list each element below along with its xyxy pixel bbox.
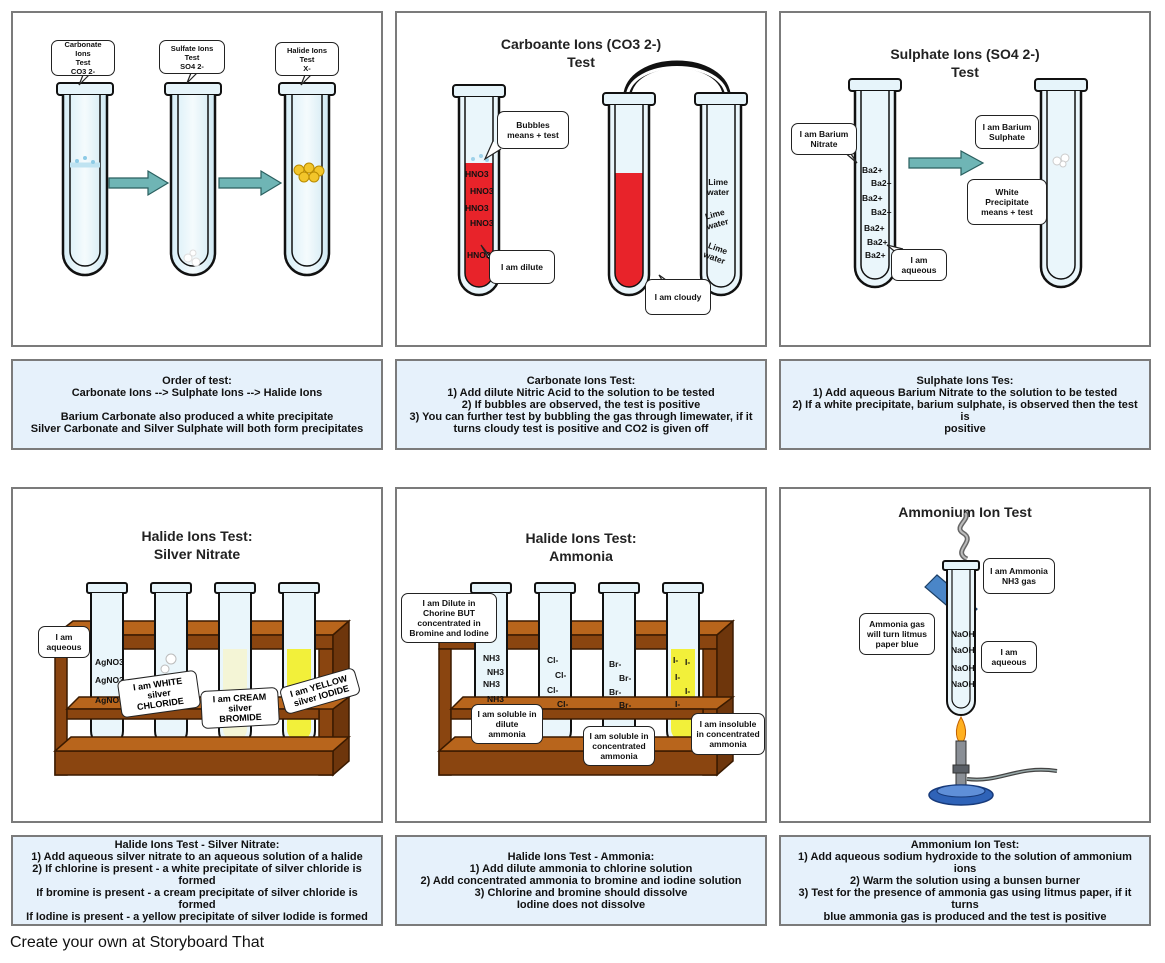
panel-1-illustration (56, 72, 336, 277)
ammonia-label: NH3 (483, 653, 501, 663)
halide-test-bubble: Halide Ions Test X- (275, 42, 339, 76)
caption-order-of-test: Order of test: Carbonate Ions --> Sulpha… (11, 359, 383, 450)
test-tube-icon (278, 582, 320, 748)
test-tube-icon (452, 84, 506, 297)
reagent-label: AgNO3 (95, 695, 124, 705)
naoh-label: NaOH (951, 663, 975, 673)
test-tube-icon (164, 82, 222, 277)
limewater-label: Lime water (707, 177, 730, 197)
ion-label: Ba2+ (871, 178, 892, 188)
barium-nitrate-bubble: I am Barium Nitrate (791, 123, 857, 155)
test-tube-icon (602, 92, 656, 297)
panel-halide-ammonia: Halide Ions Test: Ammonia (395, 487, 767, 823)
iodide-label: I- (685, 686, 691, 696)
insoluble-concentrated-bubble: I am insoluble in concentrated ammonia (691, 713, 765, 755)
panel-6-illustration (924, 511, 1058, 806)
acid-label: HNO3 (465, 169, 489, 179)
test-tube-icon (150, 582, 192, 748)
caption-halide-silver-nitrate: Halide Ions Test - Silver Nitrate: 1) Ad… (11, 835, 383, 926)
ion-label: Ba2+ (864, 223, 885, 233)
arrow-icon (108, 169, 170, 197)
cloudy-limewater-bubble: I am cloudy (645, 279, 711, 315)
ion-label: Ba2+ (867, 237, 888, 247)
panel-halide-silver-nitrate: Halide Ions Test: Silver Nitrate (11, 487, 383, 823)
caption-carbonate-test: Carbonate Ions Test: 1) Add dilute Nitri… (395, 359, 767, 450)
reagent-label: AgNO3 (95, 657, 124, 667)
panel-3-illustration (842, 78, 1088, 289)
aqueous-bubble: I am aqueous (38, 626, 90, 658)
naoh-label: NaOH (951, 679, 975, 689)
iodide-label: I- (675, 699, 681, 709)
ion-label: Ba2+ (865, 250, 886, 260)
panel-title: Ammonium Ion Test (898, 504, 1032, 520)
bubbles-positive-bubble: Bubbles means + test (497, 111, 569, 149)
arrow-icon (218, 169, 283, 197)
acid-label: HNO3 (470, 218, 494, 228)
gas-smoke-icon (957, 511, 970, 562)
panel-carbonate-test: Carboante Ions (CO3 2-) Test HNO3 HNO3 H… (395, 11, 767, 347)
chloride-label: Cl- (555, 670, 567, 680)
aqueous-bubble: I am aqueous (891, 249, 947, 281)
soluble-concentrated-bubble: I am soluble in concentrated ammonia (583, 726, 655, 766)
iodide-label: I- (675, 672, 681, 682)
test-tube-icon (278, 82, 336, 277)
naoh-label: NaOH (951, 629, 975, 639)
ammonia-label: NH3 (483, 679, 501, 689)
test-tube-icon (694, 92, 748, 297)
aqueous-bubble: I am aqueous (981, 641, 1037, 673)
panel-sulphate-test: Sulphate Ions (SO4 2-) Test Ba2+ Ba2+ Ba… (779, 11, 1151, 347)
panel-title: Sulphate Ions (SO4 2-) Test (890, 46, 1040, 80)
bromide-label: Br- (609, 687, 622, 697)
bromide-label: Br- (609, 659, 622, 669)
soluble-dilute-bubble: I am soluble in dilute ammonia (471, 704, 543, 744)
dilute-concentrated-bubble: I am Dilute in Chorine BUT concentrated … (401, 593, 497, 643)
reagent-label: AgNO3 (95, 675, 124, 685)
caption-sulphate-test: Sulphate Ions Tes: 1) Add aqueous Barium… (779, 359, 1151, 450)
barium-sulphate-bubble: I am Barium Sulphate (975, 115, 1039, 149)
bromide-label: Br- (619, 673, 632, 683)
sulfate-test-bubble: Sulfate Ions Test SO4 2- (159, 40, 225, 74)
ion-label: Ba2+ (862, 193, 883, 203)
ammonia-label: NH3 (487, 694, 505, 704)
iodide-label: I- (673, 655, 679, 665)
ammonia-gas-bubble: I am Ammonia NH3 gas (983, 558, 1055, 594)
arrow-icon (908, 149, 985, 177)
white-precipitate-bubble: White Precipitate means + test (967, 179, 1047, 225)
panel-order-of-test: Carbonate Ions Test CO3 2- Sulfate Ions … (11, 11, 383, 347)
chloride-label: Cl- (547, 685, 559, 695)
panel-2-illustration (452, 60, 748, 297)
cream-bromide-tag: I am CREAM silver BROMIDE (200, 686, 280, 730)
ammonia-label: NH3 (487, 667, 505, 677)
ion-label: Ba2+ (862, 165, 883, 175)
acid-label: HNO3 (470, 186, 494, 196)
caption-ammonium-test: Ammonium Ion Test: 1) Add aqueous sodium… (779, 835, 1151, 926)
bromide-label: Br- (619, 700, 632, 710)
acid-label: HNO3 (465, 203, 489, 213)
test-tube-icon (942, 560, 980, 716)
iodide-label: I- (685, 657, 691, 667)
test-tube-icon (56, 82, 114, 277)
storyboard-footer-link[interactable]: Create your own at Storyboard That (10, 934, 265, 951)
litmus-blue-bubble: Ammonia gas will turn litmus paper blue (859, 613, 935, 655)
test-tube-icon (1034, 78, 1088, 289)
acid-label: HNO3 (467, 250, 491, 260)
panel-title: Carboante Ions (CO3 2-) Test (500, 36, 662, 70)
panel-ammonium-test: Ammonium Ion Test NaOH NaOH NaOH NaOH I … (779, 487, 1151, 823)
caption-halide-ammonia: Halide Ions Test - Ammonia: 1) Add dilut… (395, 835, 767, 926)
naoh-label: NaOH (951, 645, 975, 655)
ion-label: Ba2+ (871, 207, 892, 217)
bunsen-burner-icon (928, 715, 1058, 806)
chloride-label: Cl- (547, 655, 559, 665)
panel-5-illustration (436, 582, 736, 777)
panel-title: Halide Ions Test: Ammonia (525, 530, 637, 564)
panel-title: Halide Ions Test: Silver Nitrate (141, 528, 253, 562)
carbonate-test-bubble: Carbonate Ions Test CO3 2- (51, 40, 115, 76)
chloride-label: Cl- (557, 699, 569, 709)
dilute-acid-bubble: I am dilute (489, 250, 555, 284)
